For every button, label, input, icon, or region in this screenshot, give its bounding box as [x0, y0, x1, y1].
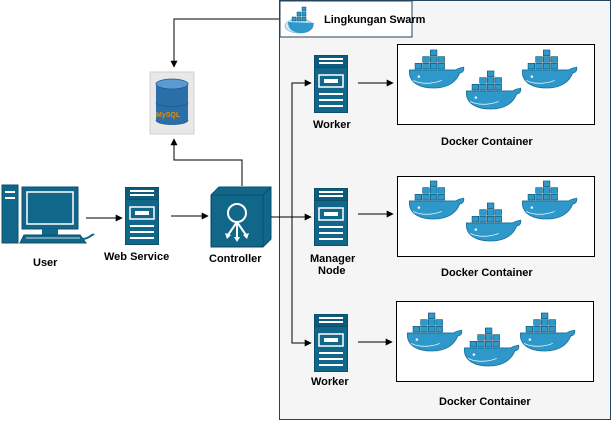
- manager-label-line1: Manager: [310, 253, 356, 265]
- controller-label: Controller: [209, 253, 262, 265]
- web-service-server-icon: [125, 187, 159, 245]
- mysql-database-icon: MySQL: [149, 71, 195, 135]
- workstation-icon: [1, 184, 95, 244]
- user-label: User: [33, 257, 58, 269]
- docker-swarm-icon: [284, 6, 314, 34]
- arrow-controller-to-database: [170, 138, 243, 186]
- worker-bottom-server-icon: [314, 314, 348, 372]
- worker-top-server-icon: [314, 55, 348, 113]
- docker-container-label-2: Docker Container: [441, 267, 533, 279]
- arrow-swarm-to-database: [170, 18, 279, 68]
- worker-top-label: Worker: [313, 119, 351, 131]
- arrow-controller-to-worker-bottom: [291, 217, 312, 347]
- arrow-controller-to-worker-top: [291, 79, 312, 217]
- docker-container-group-1: [397, 44, 595, 125]
- connectors: [86, 18, 394, 347]
- docker-container-label-3: Docker Container: [439, 396, 531, 408]
- swarm-title: Lingkungan Swarm: [324, 14, 426, 26]
- mysql-logo-text: MySQL: [156, 112, 181, 119]
- docker-container-label-1: Docker Container: [441, 136, 533, 148]
- web-service-label: Web Service: [104, 251, 169, 263]
- docker-container-group-2: [397, 176, 595, 257]
- manager-label-line2: Node: [318, 265, 346, 277]
- worker-bottom-label: Worker: [311, 376, 349, 388]
- docker-container-group-3: [396, 301, 594, 382]
- controller-icon: [210, 186, 272, 248]
- manager-node-server-icon: [314, 188, 348, 246]
